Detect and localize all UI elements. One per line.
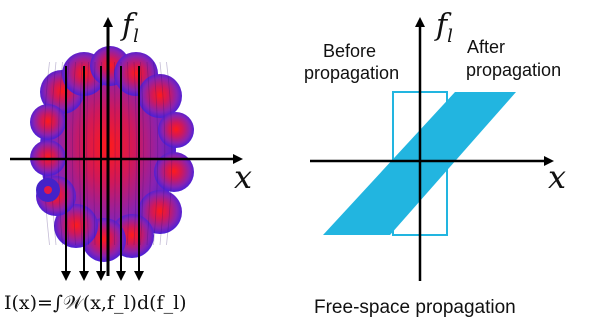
fringe-line — [93, 61, 96, 246]
fringe-line — [146, 61, 151, 246]
fringe-line — [50, 61, 57, 246]
fringe-line — [114, 61, 116, 246]
before-label-line1: Before — [323, 41, 377, 61]
intensity-formula: I(x)=∫𝒲(x,f_l)d(f_l) — [4, 292, 187, 314]
fringe-line — [127, 61, 130, 246]
left-fl-label: fl — [122, 8, 139, 47]
fringe-line — [166, 61, 173, 246]
before-label-line2: propagation — [304, 63, 400, 83]
wigner-blob — [30, 46, 194, 262]
after-label-line1: After — [467, 37, 506, 57]
after-label-line2: propagation — [466, 60, 562, 80]
free-space-caption: Free-space propagation — [314, 297, 516, 318]
left-x-label: x — [234, 158, 253, 196]
right-x-label: x — [548, 158, 567, 196]
fringe-line — [43, 61, 50, 246]
integration-arrows — [61, 66, 144, 281]
fringe-line — [72, 61, 76, 246]
fringe-line — [133, 61, 137, 246]
right-fl-label: fl — [436, 8, 453, 47]
fringe-line — [86, 61, 89, 246]
fringe-line — [159, 61, 166, 246]
fringe-line — [79, 61, 83, 246]
fringe-line — [153, 61, 159, 246]
fringe-line — [140, 61, 144, 246]
fringe-line — [57, 61, 63, 246]
